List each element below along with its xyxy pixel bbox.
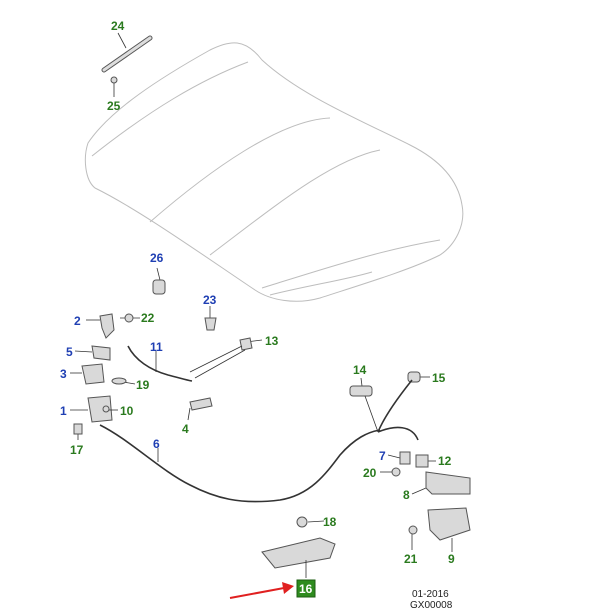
- callout-15: 15: [432, 371, 446, 385]
- release-cable-6: [99, 424, 381, 503]
- callout-7: 7: [379, 449, 386, 463]
- callout-16: 16: [299, 582, 313, 596]
- part-14-cable-end: [349, 377, 373, 397]
- callout-26: 26: [150, 251, 164, 265]
- hood-panel: [84, 42, 464, 302]
- part-22-fastener: [120, 313, 140, 323]
- part-20-nut: [380, 467, 401, 477]
- callout-24: 24: [111, 19, 125, 33]
- cable-11: [127, 345, 193, 382]
- callout-19: 19: [136, 378, 150, 392]
- part-23-clip: [204, 306, 217, 331]
- callout-18: 18: [323, 515, 337, 529]
- callout-4: 4: [182, 422, 189, 436]
- callout-8: 8: [403, 488, 410, 502]
- callout-14: 14: [353, 363, 367, 377]
- part-3-latch-housing: [70, 363, 105, 385]
- part-18-grommet: [296, 516, 325, 528]
- part-5-bracket: [74, 345, 111, 361]
- callout-23: 23: [203, 293, 217, 307]
- part-10-screw: [102, 405, 118, 413]
- part-8-mounting-bracket: [411, 471, 471, 495]
- part-17-bolt: [73, 423, 83, 440]
- callout-1: 1: [60, 404, 67, 418]
- part-15-cable-end: [407, 371, 430, 383]
- callout-13: 13: [265, 334, 279, 348]
- callout-11: 11: [150, 340, 163, 354]
- callout-12: 12: [438, 454, 452, 468]
- part-21-bolt: [408, 525, 418, 550]
- part-13-clip: [189, 337, 263, 379]
- callout-21: 21: [404, 552, 418, 566]
- part-19-washer: [111, 377, 136, 385]
- cable-secondary: [377, 379, 419, 441]
- callout-22: 22: [141, 311, 155, 325]
- part-2-bracket: [86, 313, 115, 339]
- red-pointer-arrow: [229, 582, 294, 599]
- callout-17: 17: [70, 443, 84, 457]
- callout-2: 2: [74, 314, 81, 328]
- callout-25: 25: [107, 99, 121, 113]
- callout-9: 9: [448, 552, 455, 566]
- callout-10: 10: [120, 404, 134, 418]
- callout-3: 3: [60, 367, 67, 381]
- part-12-bracket: [415, 454, 436, 468]
- part-7-clip: [387, 451, 411, 465]
- footer-code: GX00008: [410, 600, 453, 611]
- part-1-latch: [70, 395, 113, 423]
- part-9-plate: [427, 507, 471, 552]
- callout-6: 6: [153, 437, 160, 451]
- part-4-bracket: [187, 397, 213, 421]
- callout-20: 20: [363, 466, 377, 480]
- callout-5: 5: [66, 345, 73, 359]
- footer-date: 01-2016: [412, 589, 449, 600]
- gas-strut: [101, 32, 153, 97]
- part-26-bumper: [152, 267, 166, 295]
- release-handle-16: [261, 537, 336, 578]
- callout-16-highlight-box: [296, 579, 316, 598]
